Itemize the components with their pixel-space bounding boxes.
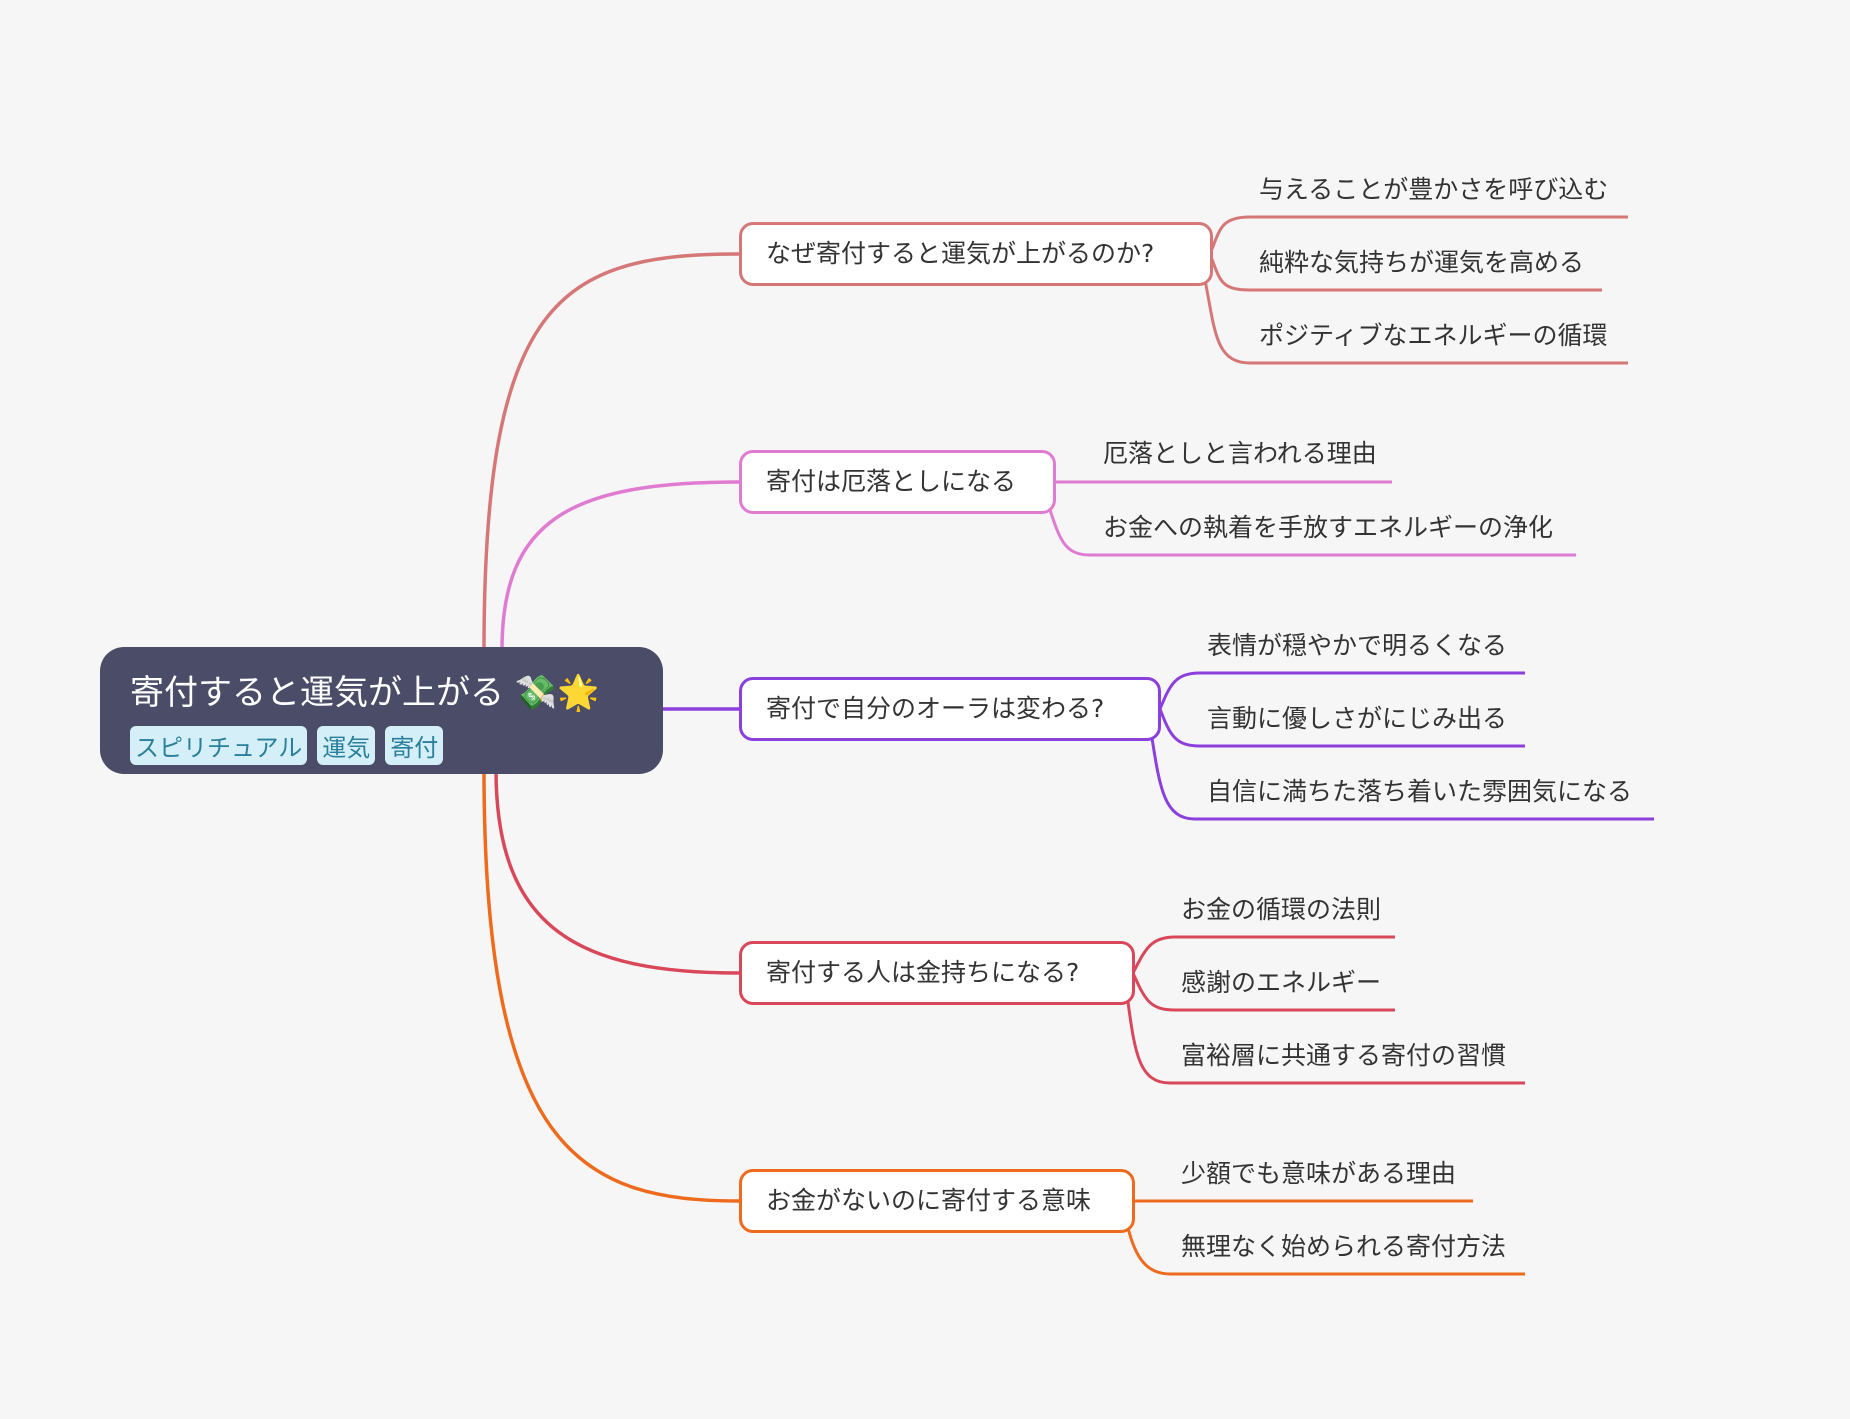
leaf-node[interactable]: 表情が穏やかで明るくなる [1207, 631, 1508, 660]
tag[interactable]: スピリチュアル [130, 726, 308, 765]
connector-root-branch1 [482, 252, 740, 651]
tag[interactable]: 寄付 [385, 726, 444, 765]
branch-node[interactable]: 寄付する人は金持ちになる? [739, 941, 1135, 1005]
leaf-node[interactable]: お金の循環の法則 [1181, 895, 1382, 924]
branch-node[interactable]: 寄付で自分のオーラは変わる? [739, 677, 1161, 741]
leaf-node[interactable]: ポジティブなエネルギーの循環 [1259, 321, 1608, 350]
leaf-node[interactable]: 富裕層に共通する寄付の習慣 [1181, 1041, 1507, 1070]
leaf-node[interactable]: お金への執着を手放すエネルギーの浄化 [1103, 513, 1554, 542]
connector-root-branch4 [494, 769, 740, 975]
leaf-node[interactable]: 純粋な気持ちが運気を高める [1259, 248, 1585, 277]
root-tags: スピリチュアル 運気 寄付 [130, 726, 663, 765]
leaf-node[interactable]: 厄落としと言われる理由 [1103, 439, 1377, 468]
tag[interactable]: 運気 [317, 726, 376, 765]
connector-root-branch2 [500, 480, 740, 651]
root-title: 寄付すると運気が上がる 💸🌟 [130, 673, 600, 713]
leaf-node[interactable]: 無理なく始められる寄付方法 [1181, 1232, 1507, 1261]
root-node[interactable]: 寄付すると運気が上がる 💸🌟 スピリチュアル 運気 寄付 [100, 647, 663, 774]
branch-node[interactable]: 寄付は厄落としになる [739, 450, 1056, 514]
leaf-node[interactable]: 言動に優しさがにじみ出る [1207, 704, 1508, 733]
leaf-node[interactable]: 自信に満ちた落ち着いた雰囲気になる [1207, 777, 1633, 806]
leaf-node[interactable]: 少額でも意味がある理由 [1181, 1159, 1457, 1188]
leaf-node[interactable]: 与えることが豊かさを呼び込む [1259, 175, 1609, 204]
branch-node[interactable]: なぜ寄付すると運気が上がるのか? [739, 222, 1213, 286]
branch-node[interactable]: お金がないのに寄付する意味 [739, 1169, 1135, 1233]
leaf-node[interactable]: 感謝のエネルギー [1181, 968, 1382, 997]
connector-root-branch5 [482, 769, 740, 1203]
